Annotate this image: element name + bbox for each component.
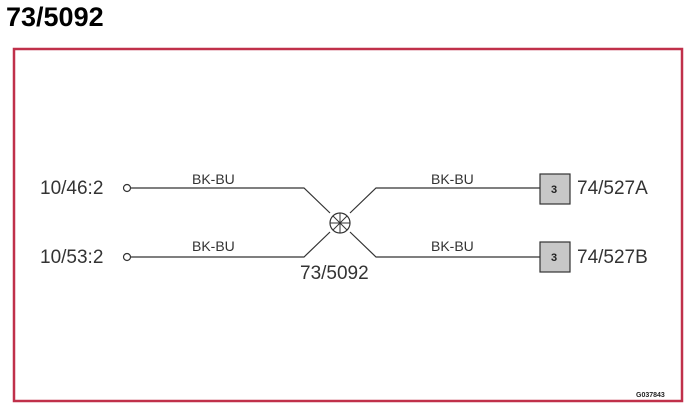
diagram-frame: [12, 47, 684, 403]
wire-right-top: [349, 187, 540, 214]
splice-label: 73/5092: [300, 263, 369, 284]
page-title: 73/5092: [6, 2, 104, 32]
wire-left-bottom: [131, 231, 331, 258]
wire-color-label-left-bottom: BK-BU: [192, 238, 235, 254]
figure-reference: G037843: [636, 392, 665, 399]
connector-pin-bottom: 3: [551, 252, 557, 264]
crosshair-circle-icon: [329, 212, 351, 234]
wire-color-label-left-top: BK-BU: [192, 171, 235, 187]
right-connector-label-2: 74/527B: [577, 247, 648, 268]
wire-color-label-right-bottom: BK-BU: [431, 238, 474, 254]
right-connector-label-1: 74/527A: [577, 178, 648, 199]
connector-pin-top: 3: [551, 184, 557, 196]
wire-right-bottom: [349, 231, 540, 258]
left-terminal-label-2: 10/53:2: [40, 247, 103, 268]
wire-color-label-right-top: BK-BU: [431, 171, 474, 187]
left-terminal-2-icon: [122, 252, 132, 262]
left-terminal-label-1: 10/46:2: [40, 178, 103, 199]
left-terminal-1-icon: [122, 183, 132, 193]
connector-box-top: [539, 173, 571, 205]
wire-left-top: [131, 187, 331, 214]
connector-box-bottom: [539, 241, 571, 273]
